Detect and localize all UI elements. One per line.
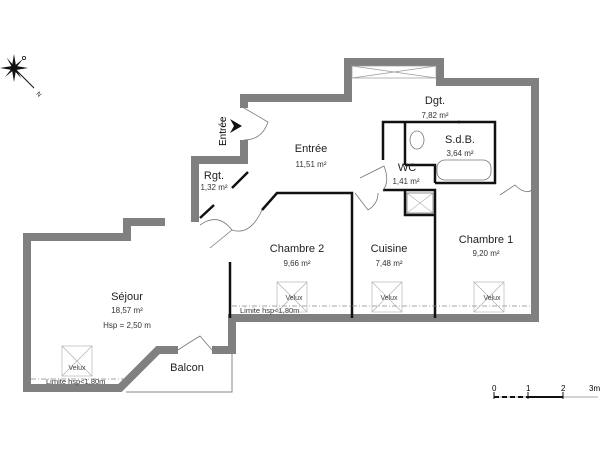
room-name-chambre-1: Chambre 1 [459,234,513,246]
room-height-sejour: Hsp = 2,50 m [103,321,151,330]
room-area-chambre-1: 9,20 m² [472,249,499,258]
light-shaft [351,65,437,79]
room-area-dgt: 7,82 m² [421,111,448,120]
compass-north-label: N [35,91,42,98]
sink-icon [409,130,425,150]
scale-tick: 2 [561,384,566,393]
balcony-outline [126,352,233,393]
room-area-wc: 1,41 m² [392,177,419,186]
scale-bar [493,392,598,399]
room-name-cuisine: Cuisine [371,243,408,255]
room-area-sejour: 18,57 m² [111,306,143,315]
room-area-chambre-2: 9,66 m² [283,259,310,268]
entrance-arrow-icon [230,119,242,133]
room-name-sdb: S.d.B. [445,134,475,146]
room-name-sejour: Séjour [111,291,143,303]
exterior-walls [23,58,539,392]
height-limit-label: Limite hsp<1,80m [240,306,299,315]
door-swings [177,107,533,351]
velux-label: Velux [68,365,86,372]
room-area-sdb: 3,64 m² [446,149,473,158]
room-name-rgt: Rgt. [204,170,224,182]
room-area-rgt: 1,32 m² [200,183,227,192]
room-name-chambre-2: Chambre 2 [270,243,324,255]
room-name-wc: WC [398,162,416,174]
compass-icon [0,54,35,89]
room-name-entree: Entrée [295,143,327,155]
velux-label: Velux [285,295,303,302]
height-limit-label: Limite hsp<1,80m [46,377,105,386]
duct [406,192,434,214]
velux-label: Velux [483,295,501,302]
bathtub-icon [436,159,492,181]
scale-tick: 3m [589,384,600,393]
room-name-balcon: Balcon [170,362,204,374]
scale-tick: 1 [526,384,531,393]
scale-tick: 0 [492,384,497,393]
room-area-entree: 11,51 m² [296,160,327,169]
velux-label: Velux [380,295,398,302]
velux-windows [61,281,505,377]
room-name-dgt: Dgt. [425,95,445,107]
interior-walls [199,120,497,318]
entrance-label: Entrée [218,116,229,146]
room-area-cuisine: 7,48 m² [375,259,402,268]
